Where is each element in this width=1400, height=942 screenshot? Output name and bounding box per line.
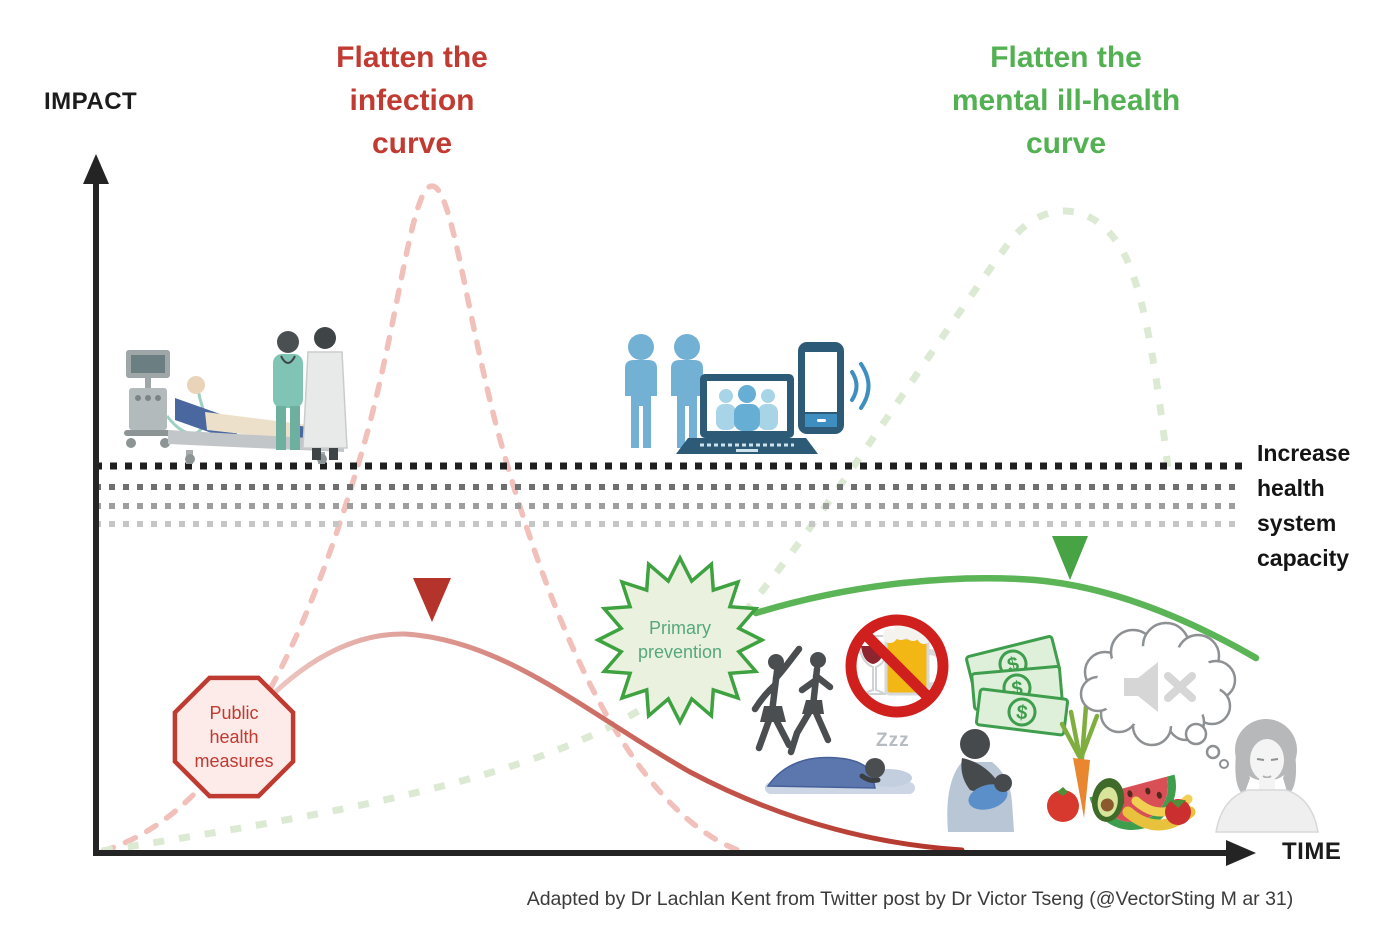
mother-baby-icon [947, 729, 1014, 832]
health-system-capacity-lines [95, 462, 1243, 527]
phone-icon [798, 342, 871, 434]
people-icon [625, 334, 703, 448]
infection-flattened-curve [249, 631, 965, 853]
nurse-icon [273, 331, 303, 450]
dollar-sign: $ [1015, 701, 1029, 724]
money-icon: $ $ $ [965, 635, 1070, 737]
exercise-icon [751, 645, 834, 756]
mental-flattened-curve [752, 575, 1260, 662]
healthy-food-icon [1047, 703, 1196, 831]
impact-axis-label: IMPACT [44, 88, 138, 115]
health-system-capacity-label: Increase health system capacity [1257, 440, 1351, 571]
ventilator-icon [124, 350, 206, 448]
sleeping-person-icon [765, 756, 915, 794]
infection-curve-title: Flatten the infection curve [336, 41, 488, 160]
public-health-octagon [172, 675, 296, 799]
mental-unmitigated-curve [101, 207, 1172, 855]
telehealth-illustration [625, 334, 871, 454]
calm-person-icon [1215, 719, 1319, 833]
laptop-videocall-icon [676, 374, 818, 454]
no-alcohol-icon [845, 614, 949, 718]
time-axis [93, 840, 1256, 866]
flatten-mental-arrow [1052, 202, 1088, 580]
attribution-caption: Adapted by Dr Lachlan Kent from Twitter … [526, 888, 1294, 910]
thought-bubble-icon [1079, 621, 1237, 769]
primary-prevention-label: Primary prevention [637, 618, 723, 662]
public-health-measures-label: Public health measures [194, 703, 274, 771]
time-axis-label: TIME [1282, 838, 1342, 865]
hospital-bed-illustration [124, 327, 348, 464]
doctor-icon [302, 327, 348, 460]
infection-unmitigated-curve [100, 183, 743, 854]
sleep-zzz-label: Zzz [876, 730, 910, 751]
primary-prevention-starburst [594, 554, 766, 726]
impact-axis [83, 154, 109, 853]
flatten-infection-arrow [413, 224, 451, 622]
mental-health-curve-title: Flatten the mental ill-health curve [951, 41, 1181, 160]
muted-speaker-icon [1124, 662, 1196, 712]
